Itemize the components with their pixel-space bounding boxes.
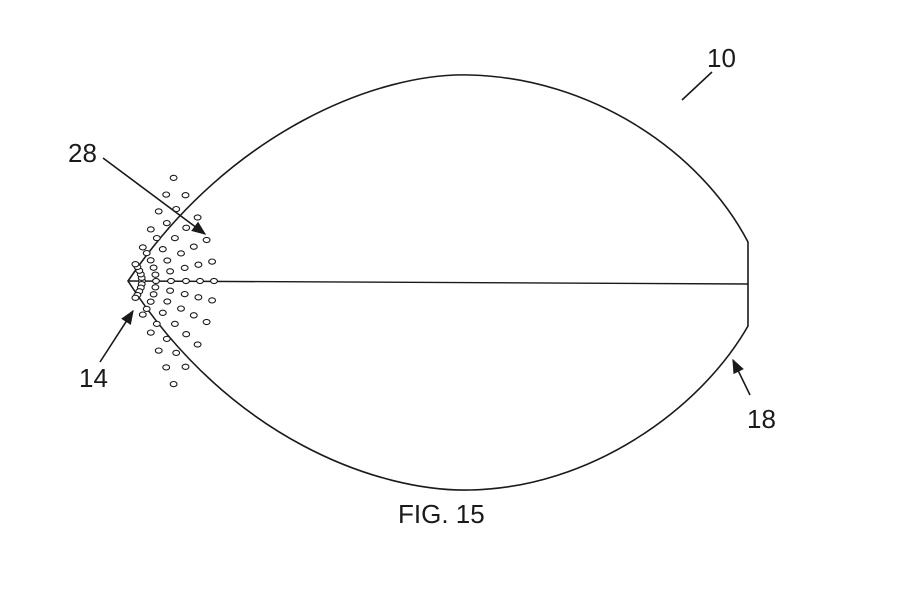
perforation-hole <box>146 329 155 336</box>
label-18: 18 <box>747 404 776 434</box>
perforation-hole <box>182 331 191 338</box>
perforation-hole <box>162 191 171 198</box>
arrow-18 <box>732 358 751 396</box>
label-28: 28 <box>68 138 97 168</box>
perforation-hole <box>181 192 190 199</box>
perforation-hole <box>146 226 155 233</box>
perforation-hole <box>181 363 190 370</box>
perforation-hole <box>172 349 181 357</box>
perforation-hole <box>166 287 175 294</box>
perforation-hole <box>142 249 151 257</box>
perforation-hole <box>149 264 158 271</box>
perforation-hole <box>162 335 171 343</box>
perforation-hole <box>170 234 179 242</box>
arrow-28 <box>102 157 207 235</box>
perforation-hole <box>180 290 189 298</box>
perforation-hole <box>169 380 178 388</box>
perforation-hole <box>180 264 189 272</box>
perforation-hole <box>146 257 155 264</box>
perforation-hole <box>210 277 218 285</box>
perforation-hole <box>193 214 202 221</box>
perforation-hole <box>169 174 178 182</box>
perforation-hole <box>208 258 217 265</box>
perforation-hole <box>146 298 155 305</box>
perforation-hole <box>182 277 190 285</box>
perforation-hole <box>177 250 185 257</box>
label-10: 10 <box>707 43 736 73</box>
perforation-hole <box>202 236 211 244</box>
perforation-hole <box>166 268 175 275</box>
perforation-hole <box>152 277 160 285</box>
perforation-hole <box>196 277 204 285</box>
perforation-hole <box>208 297 217 304</box>
label-14: 14 <box>79 363 108 393</box>
leader-10 <box>681 71 713 101</box>
perforation-hole <box>163 298 172 305</box>
perforation-hole <box>182 224 191 231</box>
perforation-hole <box>193 341 202 348</box>
perforation-hole <box>154 208 163 215</box>
perforation-pattern <box>131 174 218 388</box>
perforation-hole <box>151 284 160 291</box>
perforation-hole <box>152 320 161 328</box>
perforation-hole <box>154 347 163 354</box>
perforation-hole <box>194 261 203 268</box>
perforation-hole <box>158 309 167 316</box>
perforation-hole <box>162 364 171 371</box>
perforation-hole <box>189 243 198 250</box>
perforation-hole <box>152 234 161 242</box>
perforation-hole <box>151 271 160 278</box>
perforation-hole <box>189 312 198 319</box>
perforation-hole <box>158 246 167 253</box>
perforation-hole <box>167 277 175 285</box>
perforation-hole <box>194 294 203 301</box>
perforation-hole <box>131 261 140 268</box>
perforation-hole <box>202 318 211 326</box>
perforation-hole <box>170 320 179 328</box>
perforation-hole <box>149 291 158 298</box>
perforation-hole <box>142 305 151 313</box>
center-seam <box>127 280 749 285</box>
perforation-hole <box>162 219 171 227</box>
perforation-hole <box>138 311 147 318</box>
perforation-hole <box>131 294 140 301</box>
perforation-hole <box>163 257 172 264</box>
perforation-hole <box>177 305 185 312</box>
arrow-14 <box>99 309 134 363</box>
figure-caption: FIG. 15 <box>398 499 485 529</box>
perforation-hole <box>138 244 147 251</box>
